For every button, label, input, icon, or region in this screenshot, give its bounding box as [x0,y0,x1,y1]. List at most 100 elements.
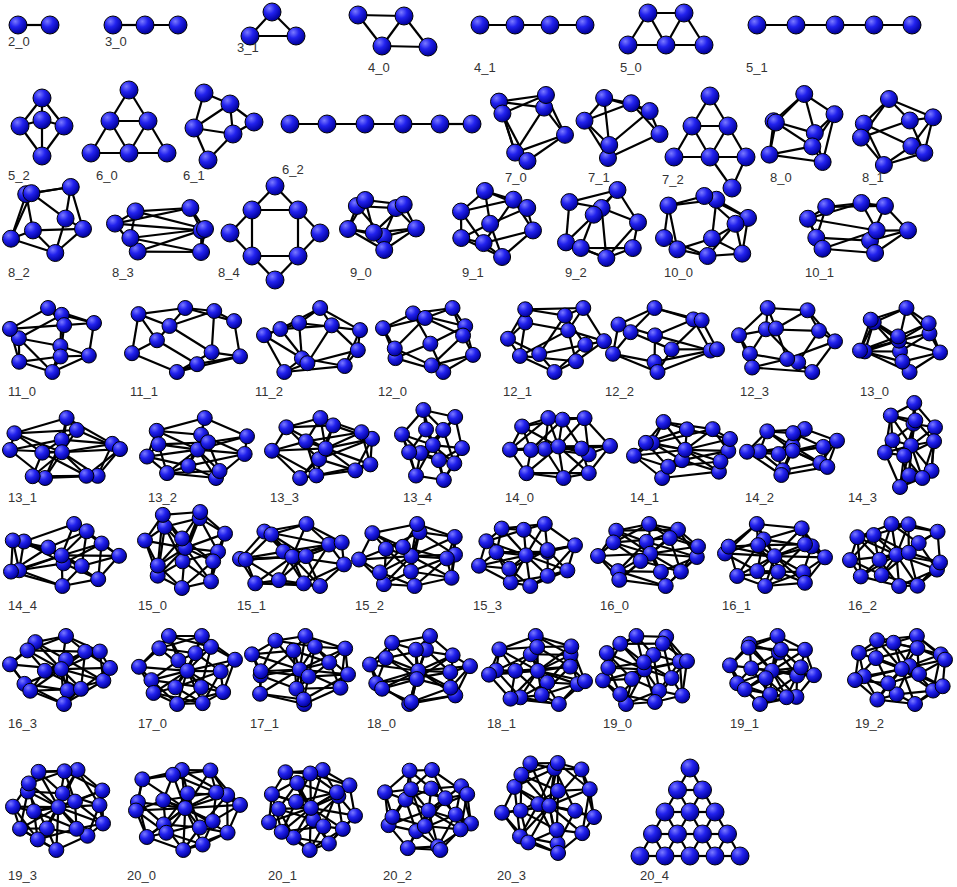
atom-ball [494,521,509,536]
atom-ball [557,308,572,323]
atom-ball [930,524,945,539]
atom-ball [33,111,51,129]
atom-ball [33,147,51,165]
atom-ball [45,365,60,380]
atom-ball [603,438,618,453]
atom-ball [656,415,671,430]
cluster-figure [619,4,713,54]
atom-ball [296,692,311,707]
atom-ball [104,16,122,34]
atom-ball [447,456,462,471]
atom-ball [139,112,157,130]
cluster-figure [732,301,843,380]
atom-ball [794,521,809,536]
atom-ball [865,16,883,34]
atom-ball [463,659,478,674]
atom-ball [745,360,760,375]
atom-ball [826,16,844,34]
cluster-figure [352,517,463,594]
atom-ball [318,115,336,133]
atom-ball [313,411,328,426]
atom-ball [661,459,676,474]
atom-ball [863,312,878,327]
atom-ball [24,222,41,239]
atom-ball [665,148,683,166]
atom-ball [691,539,706,554]
atom-ball [178,301,193,316]
atom-ball [900,222,917,239]
atom-ball [307,639,322,654]
atom-ball [826,106,843,123]
atom-ball [286,643,301,658]
atom-ball [758,579,773,594]
atom-ball [287,27,305,45]
atom-ball [113,442,128,457]
atom-ball [53,349,68,364]
cluster-figure [491,87,574,170]
cluster-figure [107,200,214,261]
atom-ball [519,199,536,216]
atom-ball [577,411,592,426]
atom-ball [780,351,795,366]
atom-ball [333,680,348,695]
atom-ball [853,129,870,146]
bond-line [138,230,202,251]
atom-ball [892,579,907,594]
atom-ball [453,203,470,220]
atom-ball [125,346,140,361]
cluster-figure [800,195,917,262]
atom-ball [3,657,18,672]
atom-ball [675,4,693,22]
atom-ball [638,435,653,450]
atom-ball [243,201,261,219]
atom-ball [418,310,433,325]
atom-ball [519,548,534,563]
atom-ball [160,466,175,481]
atom-ball [409,468,424,483]
atom-ball [350,343,365,358]
atom-ball [271,573,286,588]
atom-ball [574,441,589,456]
atom-ball [679,422,694,437]
atom-ball [850,530,865,545]
atom-ball [395,7,413,25]
atom-ball [266,271,284,289]
atom-ball [237,446,252,461]
atom-ball [419,38,437,56]
cluster-figure [104,16,187,34]
atom-ball [3,230,20,247]
atom-ball [572,239,589,256]
atom-ball [787,16,805,34]
atom-ball [201,435,216,450]
atom-ball [311,224,329,242]
atom-ball [703,230,720,247]
atom-ball [694,313,709,328]
atom-ball [12,354,27,369]
atom-ball [591,549,606,564]
atom-ball [221,224,239,242]
cluster-figure [241,3,305,45]
atom-ball [598,250,615,267]
atom-ball [41,16,59,34]
atom-ball [541,411,556,426]
atom-ball [299,517,314,532]
atom-ball [47,245,64,262]
atom-ball [853,195,870,212]
atom-ball [853,343,868,358]
atom-ball [785,443,800,458]
atom-ball [11,117,29,135]
cluster-figure [140,411,255,486]
atom-ball [395,196,412,213]
atom-ball [181,458,196,473]
atom-ball [281,115,299,133]
atom-ball [551,439,566,454]
atom-ball [443,680,458,695]
atom-ball [378,651,393,666]
atom-ball [884,517,899,532]
atom-ball [921,316,936,331]
cluster-figure [740,422,845,483]
atom-ball [710,342,725,357]
atom-ball [448,409,463,424]
atom-ball [805,365,820,380]
atom-ball [87,316,102,331]
